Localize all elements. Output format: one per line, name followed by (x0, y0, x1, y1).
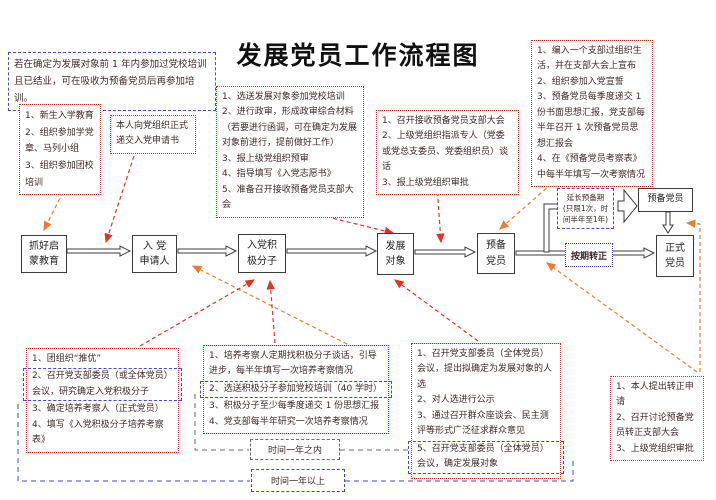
callout-enrollment-education: 1、新生入学教育 2、组织参加学党章、马列小组 3、组织参加团校培训 (19, 104, 101, 196)
list-item: 2、组织参加学党章、马列小组 (25, 127, 94, 155)
list-item: 2、组织参加入党宣誓 (537, 76, 624, 87)
list-item: 3、组织参加团校培训 (25, 160, 94, 188)
list-item: 2、召开讨论预备党员转正支部大会 (616, 412, 694, 439)
list-item: 1、召开党支部委员（全体党员）会议，提出拟确定为发展对象的人选 (417, 349, 553, 390)
callout-probation-duties: 1、编入一个支部过组织生活，并在支部大会上宣布 2、组织参加入党宣誓 3、预备党员每… (531, 40, 653, 188)
label-on-time-transfer: 按期转正 (565, 243, 613, 267)
list-item: 4、在《预备党员考察表》中每半年填写一次考察情况 (537, 154, 646, 180)
callout-pre-admission-steps: 1、选送发展对象参加党校培训 2、进行政审，形成政审综合材料（若要进行函调，可在确… (216, 86, 364, 218)
stage-activist: 入党积 极分子 (238, 234, 286, 273)
list-item: 1、新生入学教育 (25, 111, 94, 121)
page-title: 发展党员工作流程图 (236, 41, 480, 70)
list-item: 3、报上级党组织预审 (222, 153, 309, 164)
list-item: 3、确定培养考察人（正式党员） (32, 404, 164, 415)
list-item: 5、准备召开接收预备党员支部大会 (222, 184, 354, 211)
flow-arrow-1 (66, 245, 132, 257)
list-item: 2、进行政审，形成政审综合材料（若要进行函调，可在确定为发展对象前进行，提前做好… (222, 107, 358, 149)
flow-arrow-down (662, 211, 674, 234)
stage-full-member: 正式 党员 (656, 235, 694, 277)
list-item: 1、召开接收预备党员支部大会 (382, 116, 505, 126)
stage-enlightenment-education: 抓好启 蒙教育 (21, 235, 67, 273)
list-item: 4、指导填写《入党志愿书》 (222, 169, 336, 180)
list-item: 2、上级党组织指派专人（党委或党总支委员、党委组织员）谈话 (382, 131, 509, 173)
list-item: 1、培养考察人定期找积极分子谈话，引导进步，每半年填写一次培养考察情况 (209, 351, 377, 377)
list-item: 3、报上级党组织审批 (382, 177, 469, 188)
list-item: 3、预备党员每季度递交 1 份书面思想汇报，党支部每半年召开 1 次预备党员思想… (537, 92, 646, 149)
flow-arrow-extend (617, 188, 638, 224)
callout-activist-cultivation: 1、培养考察人定期找积极分子谈话，引导进步，每半年填写一次培养考察情况 2、选送积… (200, 345, 392, 435)
stage-applicant: 入 党 申请人 (132, 235, 177, 273)
list-item: 2、选送积极分子参加党校培训（40 学时） (200, 380, 392, 399)
list-item: 5、召开党支部委员（全体党员）会议，确定发展对象 (408, 440, 564, 474)
callout-object-confirmation: 1、召开党支部委员（全体党员）会议，提出拟确定为发展对象的人选 2、对人选进行公示… (408, 343, 564, 479)
callout-activist-confirmation: 1、团组织“推优” 2、召开党支部委员（或全体党员）会议，研究确定入党积极分子 3、… (23, 348, 182, 453)
stage-probationary-member: 预备 党员 (477, 233, 515, 274)
flow-elbow-extend (543, 203, 559, 253)
callout-full-member-transfer: 1、本人提出转正申请 2、召开讨论预备党员转正支部大会 3、上级党组织审批 (610, 376, 704, 462)
label-over-one-year: 时间一年以上 (251, 469, 345, 492)
list-item: 1、选送发展对象参加党校培训 (222, 92, 345, 102)
list-item: 1、团组织“推优” (32, 354, 102, 364)
list-item: 2、召开党支部委员（或全体党员）会议，研究确定入党积极分子 (23, 368, 182, 402)
list-item: 1、编入一个支部过组织生活，并在支部大会上宣布 (537, 46, 642, 72)
callout-admission-meeting: 1、召开接收预备党员支部大会 2、上级党组织指派专人（党委或党总支委员、党委组织员… (376, 110, 519, 196)
label-within-one-year: 时间一年之内 (250, 439, 340, 460)
stage-development-object: 发展 对象 (377, 233, 414, 275)
list-item: 2、对人选进行公示 (417, 395, 495, 406)
flow-arrow-3 (286, 245, 378, 257)
time-wires (17, 394, 574, 482)
label-extend-probation: 延长预备期 (只限1次，时 间半年至1年) (557, 188, 614, 229)
stage-probation-repeat: 预备党员 (638, 188, 693, 212)
note-training-exemption: 若在确定为发展对象前 1 年内参加过党校培训且已结业，可在吸收为预备党员后再参加… (8, 52, 216, 112)
list-item: 3、上级党组织审批 (616, 443, 694, 454)
flow-arrow-2 (177, 245, 238, 257)
list-item: 4、填写《入党积极分子培养考察表》 (32, 419, 164, 446)
callout-submit-application: 本人向党组织正式递交入党申请书 (110, 115, 196, 154)
list-item: 3、通过召开群众座谈会、民主测评等形式广泛征求群众意见 (417, 410, 549, 437)
list-item: 4、党支部每半年研究一次培养考察情况 (209, 416, 368, 427)
list-item: 1、本人提出转正申请 (616, 382, 694, 408)
flow-arrow-4 (414, 246, 477, 258)
list-item: 3、积极分子至少每季度递交 1 份思想汇报 (209, 401, 380, 412)
